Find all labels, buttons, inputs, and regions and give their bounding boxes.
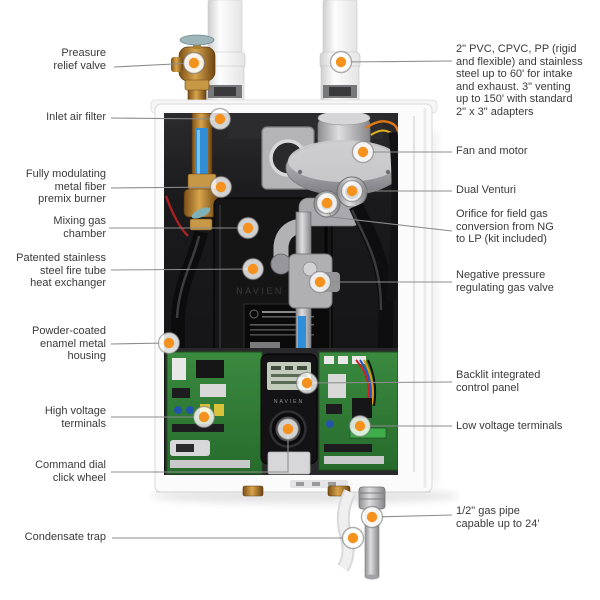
label-control-panel: Backlit integrated control panel xyxy=(456,369,541,394)
callout-markers xyxy=(157,50,384,550)
marker-heat-exchanger xyxy=(241,257,265,281)
wire xyxy=(164,195,189,237)
marker-gas-orifice xyxy=(315,191,339,215)
cable-bundle xyxy=(386,131,398,303)
marker-premix-burner xyxy=(209,175,233,199)
marker-control-panel xyxy=(295,371,319,395)
pipe-coupling-icon xyxy=(323,85,357,98)
marker-pressure-relief-valve xyxy=(182,51,206,75)
marker-metal-housing xyxy=(157,331,181,355)
label-metal-housing: Powder-coated enamel metal housing xyxy=(32,325,106,363)
marker-gas-pipe xyxy=(360,505,384,529)
label-dual-venturi: Dual Venturi xyxy=(456,184,516,196)
marker-command-dial xyxy=(276,417,300,441)
marker-inlet-air-filter xyxy=(208,107,232,131)
marker-condensate-trap xyxy=(341,526,365,550)
label-heat-exchanger: Patented stainless steel fire tube heat … xyxy=(16,252,106,290)
marker-gas-valve xyxy=(308,270,332,294)
label-command-dial: Command dial click wheel xyxy=(35,459,106,484)
label-gas-valve: Negative pressure regulating gas valve xyxy=(456,269,554,294)
label-mixing-gas-chamber: Mixing gas chamber xyxy=(53,215,106,240)
label-premix-burner: Fully modulating metal fiber premix burn… xyxy=(25,168,106,206)
label-condensate-trap: Condensate trap xyxy=(24,531,106,543)
pipe-coupling-icon xyxy=(208,85,242,98)
fan-and-motor-part xyxy=(261,113,398,196)
label-pressure-relief-valve: Preasure relief valve xyxy=(53,47,106,72)
label-gas-pipe: 1/2" gas pipe capable up to 24' xyxy=(456,505,540,530)
panel-brand: NAVIEN xyxy=(274,399,304,405)
marker-high-voltage-terminals xyxy=(192,405,216,429)
marker-dual-venturi xyxy=(340,179,364,203)
inlet-air-filter-part xyxy=(183,113,219,231)
marker-venting xyxy=(329,50,353,74)
marker-mixing-gas-chamber xyxy=(236,216,260,240)
label-gas-orifice: Orifice for field gas conversion from NG… xyxy=(456,208,554,246)
label-high-voltage-terminals: High voltage terminals xyxy=(44,405,106,430)
panel-bracket xyxy=(267,451,311,475)
heat-exchanger-embossed-brand: NAVIEN xyxy=(236,286,284,296)
marker-low-voltage-terminals xyxy=(348,414,372,438)
wire xyxy=(365,120,398,137)
leader-lines xyxy=(109,60,453,539)
label-low-voltage-terminals: Low voltage terminals xyxy=(456,420,563,432)
label-inlet-air-filter: Inlet air filter xyxy=(46,111,106,123)
low-voltage-pcb xyxy=(318,351,398,471)
valve-handle-icon xyxy=(179,34,215,46)
marker-fan-and-motor xyxy=(351,140,375,164)
high-voltage-pcb xyxy=(166,351,263,475)
label-venting: 2" PVC, CPVC, PP (rigid and flexible) an… xyxy=(456,43,583,118)
label-fan-and-motor: Fan and motor xyxy=(456,145,528,157)
